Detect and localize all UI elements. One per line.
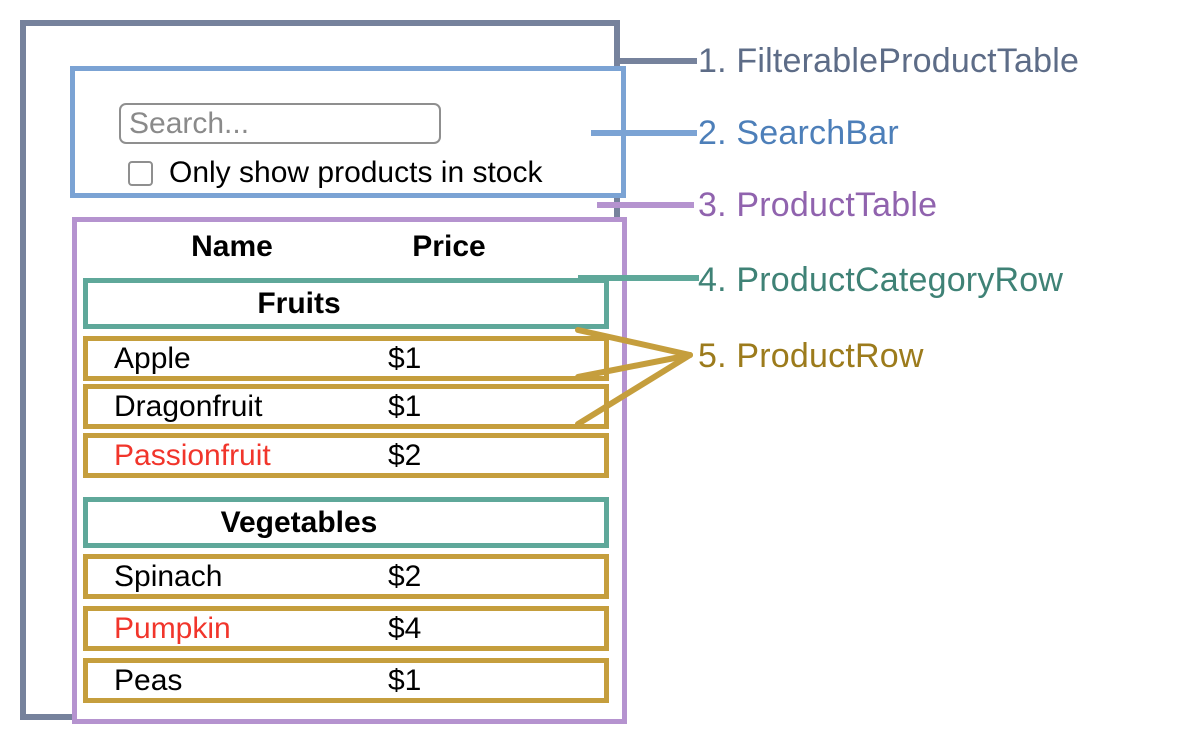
product-name: Passionfruit xyxy=(114,439,271,472)
product-price: $1 xyxy=(388,342,422,375)
product-price: $1 xyxy=(388,390,422,423)
product-table-box: Name Price Fruits Apple $1 Dragonfruit $… xyxy=(72,217,627,724)
product-name: Peas xyxy=(114,664,183,697)
in-stock-checkbox-label: Only show products in stock xyxy=(169,156,543,189)
search-bar-box: Only show products in stock xyxy=(70,66,626,198)
product-price: $4 xyxy=(388,612,422,645)
product-row: Dragonfruit $1 xyxy=(83,384,609,429)
product-row: Spinach $2 xyxy=(83,554,609,599)
product-row: Apple $1 xyxy=(83,336,609,381)
product-row: Passionfruit $2 xyxy=(83,433,609,478)
product-price: $2 xyxy=(388,560,422,593)
column-header-price: Price xyxy=(412,230,486,263)
product-category-row-vegetables: Vegetables xyxy=(83,497,609,548)
product-name: Pumpkin xyxy=(114,612,231,645)
column-header-name: Name xyxy=(191,230,273,263)
product-category-row-fruits: Fruits xyxy=(83,278,609,329)
product-price: $2 xyxy=(388,439,422,472)
legend-filterable-product-table: 1. FilterableProductTable xyxy=(698,42,1080,80)
legend-product-table: 3. ProductTable xyxy=(698,186,938,224)
filterable-product-table-box: Only show products in stock Name Price F… xyxy=(20,20,627,724)
product-name: Spinach xyxy=(114,560,223,593)
product-name: Apple xyxy=(114,342,191,375)
product-row: Peas $1 xyxy=(83,658,609,703)
legend-product-category-row: 4. ProductCategoryRow xyxy=(698,261,1064,299)
search-input[interactable] xyxy=(119,103,441,144)
legend-search-bar: 2. SearchBar xyxy=(698,114,899,152)
in-stock-checkbox[interactable] xyxy=(128,160,153,186)
in-stock-row: Only show products in stock xyxy=(128,156,543,189)
product-price: $1 xyxy=(388,664,422,697)
product-row: Pumpkin $4 xyxy=(83,606,609,651)
legend-product-row: 5. ProductRow xyxy=(698,337,924,375)
product-name: Dragonfruit xyxy=(114,390,263,423)
